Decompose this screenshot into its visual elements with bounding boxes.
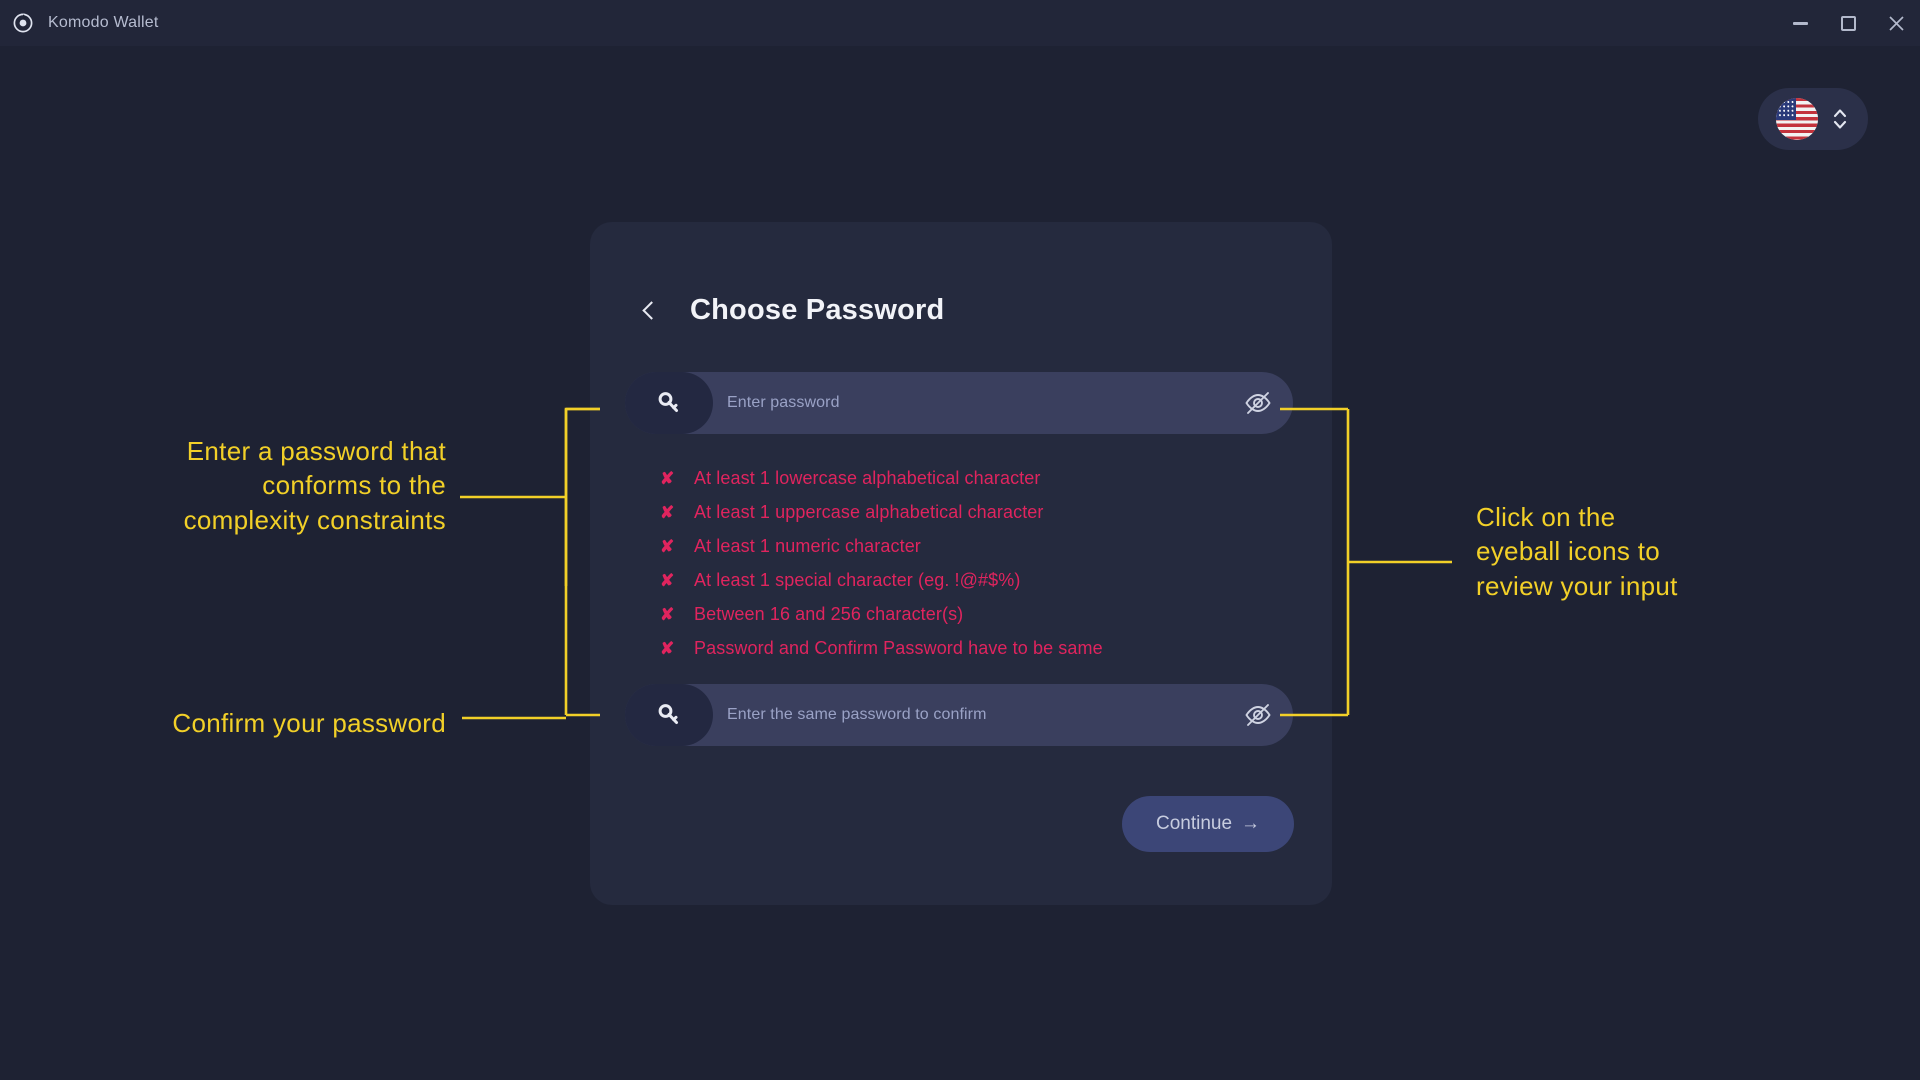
password-input[interactable]: Enter password bbox=[727, 394, 840, 411]
choose-password-card: Choose Password bbox=[590, 222, 1332, 905]
key-icon bbox=[625, 684, 713, 746]
eye-off-icon bbox=[1245, 392, 1271, 414]
card-header: Choose Password bbox=[638, 294, 944, 327]
rule-fail-icon: ✘ bbox=[660, 469, 675, 488]
annotation-eyeball-icons: Click on the eyeball icons to review you… bbox=[1476, 502, 1678, 601]
close-button[interactable] bbox=[1872, 0, 1920, 46]
page-title: Choose Password bbox=[690, 294, 945, 326]
rule-item: ✘ At least 1 uppercase alphabetical char… bbox=[660, 502, 1280, 536]
window-controls bbox=[1776, 0, 1920, 46]
continue-label: Continue bbox=[1155, 813, 1233, 834]
key-icon bbox=[625, 372, 713, 434]
rule-label: At least 1 special character (eg. !@#$%) bbox=[694, 570, 1021, 590]
password-visibility-toggle[interactable] bbox=[1223, 372, 1293, 434]
rule-fail-icon: ✘ bbox=[660, 571, 675, 590]
up-down-chevron-icon bbox=[1833, 109, 1847, 129]
us-flag-icon bbox=[1776, 98, 1818, 140]
title-bar: Komodo Wallet bbox=[0, 0, 1920, 46]
chevron-left-icon[interactable] bbox=[638, 300, 660, 322]
minimize-button[interactable] bbox=[1776, 0, 1824, 46]
language-selector[interactable] bbox=[1758, 88, 1868, 150]
password-input-row[interactable]: Enter password bbox=[625, 372, 1293, 434]
rule-item: ✘ Password and Confirm Password have to … bbox=[660, 638, 1280, 672]
confirm-password-visibility-toggle[interactable] bbox=[1223, 684, 1293, 746]
confirm-password-input-row[interactable]: Enter the same password to confirm bbox=[625, 684, 1293, 746]
rule-item: ✘ At least 1 special character (eg. !@#$… bbox=[660, 570, 1280, 604]
rule-label: Between 16 and 256 character(s) bbox=[694, 604, 964, 624]
confirm-password-input[interactable]: Enter the same password to confirm bbox=[727, 706, 987, 723]
rule-item: ✘ At least 1 numeric character bbox=[660, 536, 1280, 570]
annotation-password-complexity: Enter a password that conforms to the co… bbox=[183, 436, 446, 535]
minimize-icon bbox=[1792, 21, 1808, 25]
arrow-right-icon: → bbox=[1241, 813, 1261, 834]
annotation-confirm-password: Confirm your password bbox=[172, 708, 446, 738]
password-rules-list: ✘ At least 1 lowercase alphabetical char… bbox=[660, 468, 1280, 672]
eye-off-icon bbox=[1245, 704, 1271, 726]
rule-fail-icon: ✘ bbox=[660, 639, 675, 658]
rule-label: Password and Confirm Password have to be… bbox=[694, 638, 1103, 658]
rule-fail-icon: ✘ bbox=[660, 537, 675, 556]
komodo-logo-icon bbox=[12, 12, 34, 34]
rule-label: At least 1 lowercase alphabetical charac… bbox=[694, 468, 1041, 488]
rule-item: ✘ Between 16 and 256 character(s) bbox=[660, 604, 1280, 638]
maximize-icon bbox=[1840, 15, 1856, 31]
app-title: Komodo Wallet bbox=[48, 14, 159, 31]
rule-label: At least 1 uppercase alphabetical charac… bbox=[694, 502, 1044, 522]
rule-label: At least 1 numeric character bbox=[694, 536, 921, 556]
continue-button[interactable]: Continue → bbox=[1122, 796, 1294, 852]
close-icon bbox=[1888, 15, 1904, 31]
rule-fail-icon: ✘ bbox=[660, 605, 675, 624]
rule-fail-icon: ✘ bbox=[660, 503, 675, 522]
rule-item: ✘ At least 1 lowercase alphabetical char… bbox=[660, 468, 1280, 502]
maximize-button[interactable] bbox=[1824, 0, 1872, 46]
